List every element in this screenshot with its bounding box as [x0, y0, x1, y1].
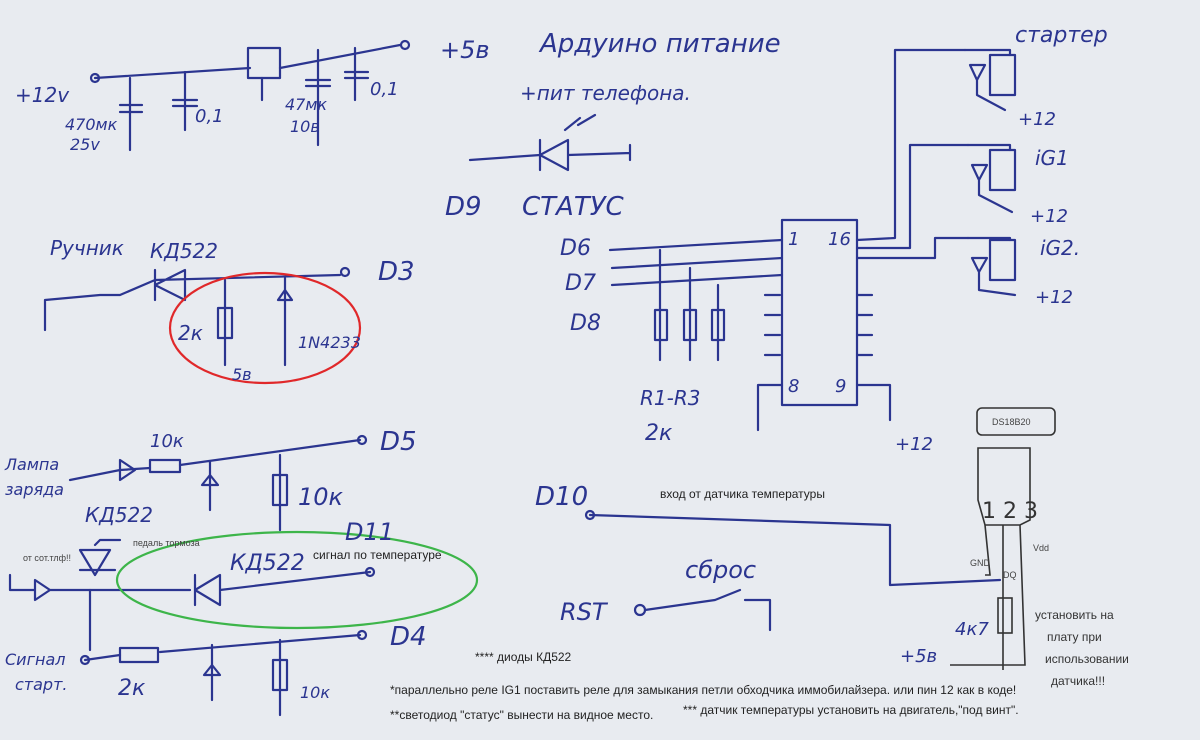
handwritten-label: 5в	[232, 365, 252, 384]
label-plus5v: +5в	[440, 36, 490, 64]
install-note: установить на плату при использовании да…	[1035, 604, 1129, 692]
ds18b20-label: DS18B20	[992, 417, 1031, 427]
handwritten-label: +12	[895, 434, 933, 455]
install-note-line: установить на	[1035, 608, 1114, 622]
handwritten-label: СТАТУС	[522, 192, 625, 222]
handwritten-label: 2к	[178, 321, 203, 345]
highlight-circle-green	[115, 530, 479, 630]
handwritten-label: +12	[1035, 287, 1073, 308]
handwritten-label: RST	[560, 598, 609, 626]
handwritten-label: старт.	[15, 675, 67, 694]
handwritten-label: D11	[345, 518, 394, 546]
handwritten-label: 47мк	[285, 95, 327, 114]
gnd-label: GND	[970, 558, 990, 568]
handwritten-label: КД522	[230, 551, 305, 576]
handwritten-label: 10к	[300, 683, 330, 702]
handwritten-label: D3	[378, 257, 415, 287]
handwritten-label: D6	[560, 236, 591, 261]
note-status-led: **светодиод "статус" вынести на видное м…	[390, 708, 654, 722]
handwritten-label: 2к	[645, 421, 673, 446]
handwritten-label: 10в	[290, 117, 320, 136]
label-phone-power: +пит телефона.	[520, 81, 691, 105]
handwritten-label: 25v	[70, 135, 100, 154]
power-supply-circuit	[89, 39, 411, 152]
handwritten-label: 10к	[150, 431, 184, 452]
ds18b20-sensor	[950, 407, 1056, 670]
temp-signal-label: сигнал по температуре	[313, 548, 442, 562]
handwritten-label: 16	[828, 229, 851, 250]
temp-signal-circuit	[8, 538, 376, 652]
from-phone-label: от сот.тлф!!	[23, 553, 72, 563]
handwritten-label: 0,1	[195, 106, 224, 127]
handwritten-label: 1	[788, 229, 799, 250]
handbrake-circuit	[43, 266, 351, 367]
note-temp-sensor: *** датчик температуры установить на дви…	[683, 703, 1019, 717]
handwritten-label: Сигнал	[5, 650, 65, 669]
handwritten-label: +5в	[900, 646, 937, 667]
handwritten-label: iG1	[1035, 146, 1069, 170]
start-signal-circuit	[79, 629, 368, 717]
handwritten-label: +12	[1018, 109, 1056, 130]
lamp-circuit	[68, 434, 368, 532]
diodes-note: **** диоды КД522	[475, 650, 572, 664]
label-arduino-power: Ардуино питание	[538, 29, 781, 59]
handwritten-label: 2к	[118, 676, 146, 701]
handwritten-label: сброс	[685, 556, 756, 584]
handwritten-label: D10	[535, 482, 588, 512]
sensor-pin-numbers: 1 2 3	[982, 499, 1038, 524]
handwritten-label: стартер	[1015, 23, 1108, 48]
relays	[963, 48, 1017, 297]
handwritten-labels: +5в Ардуино питание +пит телефона. +12v …	[4, 23, 1108, 702]
handwritten-label: заряда	[5, 480, 64, 499]
highlight-circle-red	[168, 271, 362, 385]
handwritten-label: Лампа	[4, 455, 59, 474]
handwritten-label: 10к	[298, 483, 344, 511]
handwritten-label: +12	[1030, 206, 1068, 227]
handwritten-label: КД522	[85, 503, 153, 527]
vdd-label: Vdd	[1033, 543, 1050, 553]
install-note-line: использовании	[1045, 652, 1129, 666]
handwritten-label: 0,1	[370, 79, 399, 100]
handwritten-label: 470мк	[65, 115, 118, 134]
handwritten-label: D5	[380, 427, 417, 457]
dq-label: DQ	[1003, 570, 1017, 580]
handwritten-label: КД522	[150, 239, 218, 263]
handwritten-label: D8	[570, 311, 601, 336]
handwritten-label: D4	[390, 622, 427, 652]
reset-circuit	[584, 509, 1002, 632]
handwritten-label: 9	[835, 376, 846, 397]
note-ig1-relay: *параллельно реле IG1 поставить реле для…	[390, 683, 1017, 697]
handwritten-label: 1N4233	[298, 333, 361, 352]
handwritten-label: Ручник	[50, 236, 124, 260]
handwritten-label: 8	[788, 376, 799, 397]
brake-pedal-label: педаль тормоза	[133, 538, 200, 548]
handwritten-label: D9	[445, 192, 482, 222]
handwritten-label: D7	[565, 271, 596, 296]
install-note-line: плату при	[1047, 630, 1102, 644]
temp-input-label: вход от датчика температуры	[660, 487, 825, 501]
install-note-line: датчика!!!	[1051, 674, 1106, 688]
handwritten-label: R1-R3	[640, 386, 700, 410]
handwritten-label: +12v	[15, 83, 70, 107]
handwritten-label: 4к7	[955, 619, 989, 640]
handwritten-label: iG2.	[1040, 236, 1080, 260]
status-led	[468, 113, 632, 172]
driver-ic	[608, 48, 970, 432]
